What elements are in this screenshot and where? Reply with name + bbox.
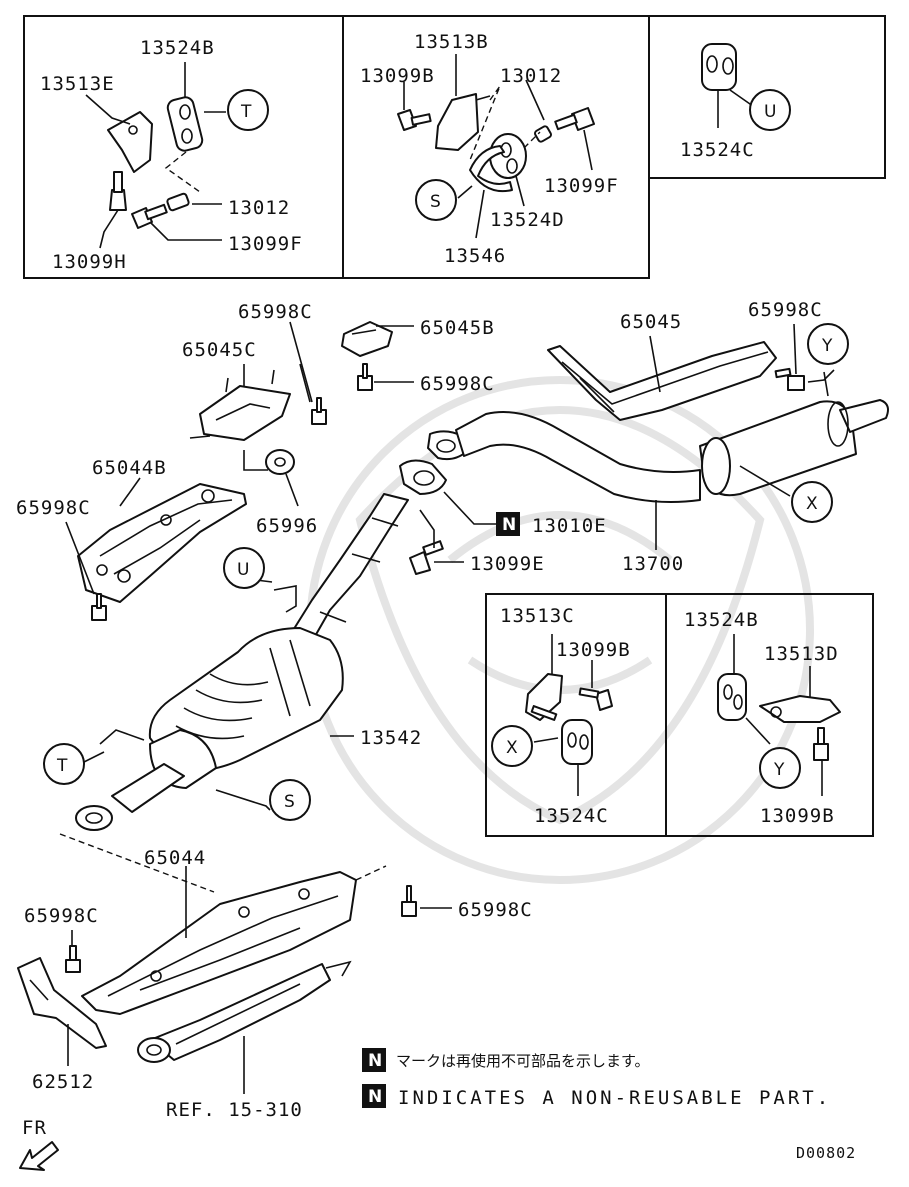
- label-65998c-f: 65998C: [458, 899, 533, 921]
- label-13099b-inset2: 13099B: [760, 805, 835, 827]
- callout-t-main: T: [56, 756, 68, 776]
- non-reusable-badge-icon: [362, 1048, 386, 1072]
- label-65996: 65996: [256, 515, 318, 537]
- label-13099h: 13099H: [52, 251, 127, 273]
- label-65045: 65045: [620, 311, 682, 333]
- callout-x-inset: X: [506, 738, 518, 758]
- label-65998c-b: 65998C: [420, 373, 495, 395]
- svg-text:N: N: [368, 1087, 382, 1107]
- legend-notes: N マークは再使用不可部品を示します。 N INDICATES A NON-RE…: [362, 1048, 831, 1109]
- non-reusable-badge-icon: N: [496, 512, 520, 536]
- tail-pipe-13700: [455, 371, 889, 550]
- callout-s-inset: S: [430, 192, 441, 212]
- label-13513e: 13513E: [40, 73, 115, 95]
- svg-text:N: N: [368, 1051, 382, 1071]
- label-13546: 13546: [444, 245, 506, 267]
- label-13513d: 13513D: [764, 643, 839, 665]
- label-13099b-top: 13099B: [360, 65, 435, 87]
- label-13513b: 13513B: [414, 31, 489, 53]
- callout-y-inset: Y: [773, 760, 785, 780]
- label-13524c-top: 13524C: [680, 139, 755, 161]
- label-diagram-code: D00802: [796, 1144, 856, 1162]
- label-65044: 65044: [144, 847, 206, 869]
- front-pipe-muffler-13542: [75, 493, 409, 831]
- label-13513c: 13513C: [500, 605, 575, 627]
- label-62512: 62512: [32, 1071, 94, 1093]
- svg-text:N: N: [502, 515, 516, 535]
- callout-circles: [43, 323, 849, 821]
- label-65998c-e: 65998C: [24, 905, 99, 927]
- inset-box-top: [23, 15, 886, 279]
- heat-protector-65044b: [65, 477, 247, 621]
- label-fr: FR: [22, 1117, 47, 1139]
- heat-protector-65045: [547, 323, 835, 421]
- inset-box-bottom: [485, 593, 874, 837]
- callout-letters: T S U T S U X Y X Y: [56, 102, 833, 812]
- label-65998c-c: 65998C: [16, 497, 91, 519]
- label-65998c-d: 65998C: [748, 299, 823, 321]
- heat-protector-65044: [59, 833, 452, 1015]
- label-13099e: 13099E: [470, 553, 545, 575]
- inset-1-parts: [85, 62, 269, 249]
- insulator-65996: [189, 435, 299, 507]
- clamp-65045b: [289, 321, 414, 425]
- label-13012-mid: 13012: [500, 65, 562, 87]
- label-13700: 13700: [622, 553, 684, 575]
- label-65998c-a: 65998C: [238, 301, 313, 323]
- label-65045b: 65045B: [420, 317, 495, 339]
- label-13012-left: 13012: [228, 197, 290, 219]
- part-labels: 13524B 13513E 13012 13099F 13099H 13513B…: [16, 31, 856, 1162]
- label-13542: 13542: [360, 727, 422, 749]
- label-13099b-inset: 13099B: [556, 639, 631, 661]
- inset-2-parts: [397, 54, 595, 239]
- note-japanese: マークは再使用不可部品を示します。: [396, 1052, 650, 1070]
- non-reusable-badge-icon: [362, 1084, 386, 1108]
- callout-t-inset: T: [240, 102, 252, 122]
- label-65044b: 65044B: [92, 457, 167, 479]
- catalytic-converter-ref: [137, 960, 352, 1094]
- callout-x-main: X: [806, 494, 818, 514]
- label-13010e: 13010E: [532, 515, 607, 537]
- callout-y-main: Y: [821, 336, 833, 356]
- heat-protector-65045c: [199, 363, 311, 441]
- label-13099f-mid: 13099F: [544, 175, 619, 197]
- label-13524c-inset: 13524C: [534, 805, 609, 827]
- front-direction-arrow-icon: [19, 1141, 59, 1171]
- label-ref-15-310: REF. 15-310: [166, 1099, 303, 1121]
- note-english: INDICATES A NON-REUSABLE PART.: [398, 1087, 831, 1109]
- label-13524d: 13524D: [490, 209, 565, 231]
- gasket-13010e: [399, 430, 496, 575]
- callout-u-inset: U: [764, 102, 776, 122]
- label-13524b-top: 13524B: [140, 37, 215, 59]
- label-13099f-left: 13099F: [228, 233, 303, 255]
- dust-cover-62512: [17, 930, 107, 1066]
- callout-u-main: U: [237, 560, 249, 580]
- label-65045c: 65045C: [182, 339, 257, 361]
- callout-s-main: S: [284, 792, 295, 812]
- label-13524b-inset: 13524B: [684, 609, 759, 631]
- inset-3-parts: [701, 43, 791, 131]
